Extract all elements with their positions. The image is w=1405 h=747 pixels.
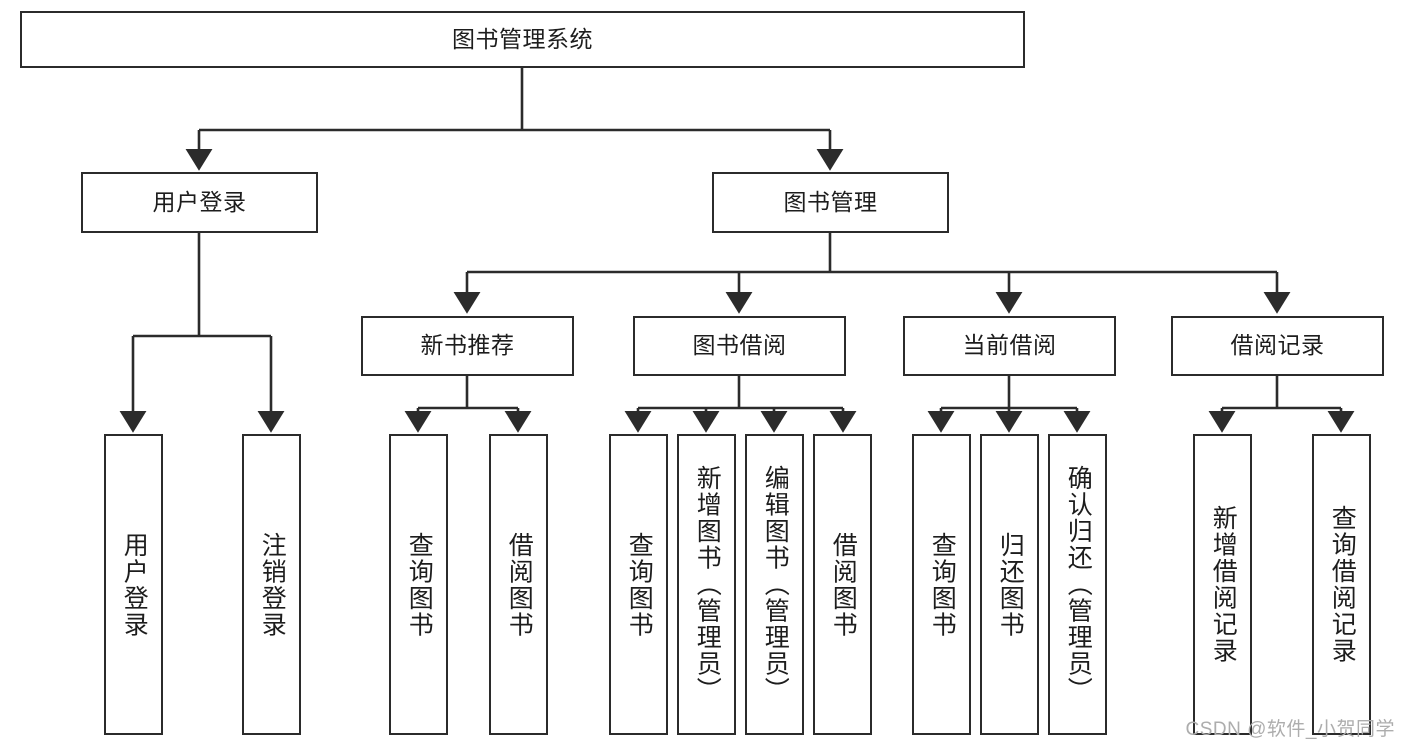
leaf-edit-book[interactable]: 编辑图书（管理员） xyxy=(745,434,804,735)
leaf-borrow-book-2-label: 借阅图书 xyxy=(829,531,858,638)
leaf-query-book-2[interactable]: 查询图书 xyxy=(609,434,668,735)
node-current-borrow[interactable]: 当前借阅 xyxy=(903,316,1116,376)
leaf-borrow-book-2[interactable]: 借阅图书 xyxy=(813,434,872,735)
leaf-query-record[interactable]: 查询借阅记录 xyxy=(1312,434,1371,735)
leaf-add-book-label: 新增图书（管理员） xyxy=(693,465,722,704)
node-book-borrow-label: 图书借阅 xyxy=(692,332,787,359)
leaf-query-book-3[interactable]: 查询图书 xyxy=(912,434,971,735)
leaf-add-record-label: 新增借阅记录 xyxy=(1209,505,1238,664)
node-root[interactable]: 图书管理系统 xyxy=(20,11,1025,68)
node-user-login-label: 用户登录 xyxy=(152,188,247,215)
leaf-query-book-3-label: 查询图书 xyxy=(928,531,957,638)
leaf-user-login-label: 用户登录 xyxy=(120,531,149,638)
node-new-book-recommend-label: 新书推荐 xyxy=(420,332,515,359)
node-new-book-recommend[interactable]: 新书推荐 xyxy=(361,316,574,376)
node-root-label: 图书管理系统 xyxy=(452,25,593,52)
leaf-query-book-1-label: 查询图书 xyxy=(405,531,434,638)
watermark: CSDN @软件_小贺同学 xyxy=(1185,719,1395,740)
leaf-confirm-return[interactable]: 确认归还（管理员） xyxy=(1048,434,1107,735)
node-current-borrow-label: 当前借阅 xyxy=(962,332,1057,359)
leaf-user-logout-label: 注销登录 xyxy=(258,531,287,638)
leaf-confirm-return-label: 确认归还（管理员） xyxy=(1064,465,1093,704)
leaf-return-book-label: 归还图书 xyxy=(996,531,1025,638)
leaf-borrow-book-1-label: 借阅图书 xyxy=(505,531,534,638)
node-user-login[interactable]: 用户登录 xyxy=(81,172,318,233)
leaf-add-book[interactable]: 新增图书（管理员） xyxy=(677,434,736,735)
leaf-add-record[interactable]: 新增借阅记录 xyxy=(1193,434,1252,735)
leaf-borrow-book-1[interactable]: 借阅图书 xyxy=(489,434,548,735)
leaf-edit-book-label: 编辑图书（管理员） xyxy=(761,465,790,704)
leaf-user-logout[interactable]: 注销登录 xyxy=(242,434,301,735)
leaf-query-book-1[interactable]: 查询图书 xyxy=(389,434,448,735)
leaf-return-book[interactable]: 归还图书 xyxy=(980,434,1039,735)
leaf-query-book-2-label: 查询图书 xyxy=(625,531,654,638)
node-borrow-record[interactable]: 借阅记录 xyxy=(1171,316,1384,376)
leaf-query-record-label: 查询借阅记录 xyxy=(1328,505,1357,664)
node-borrow-record-label: 借阅记录 xyxy=(1230,332,1325,359)
node-book-borrow[interactable]: 图书借阅 xyxy=(633,316,846,376)
node-book-manage[interactable]: 图书管理 xyxy=(712,172,949,233)
node-book-manage-label: 图书管理 xyxy=(783,188,878,215)
leaf-user-login[interactable]: 用户登录 xyxy=(104,434,163,735)
